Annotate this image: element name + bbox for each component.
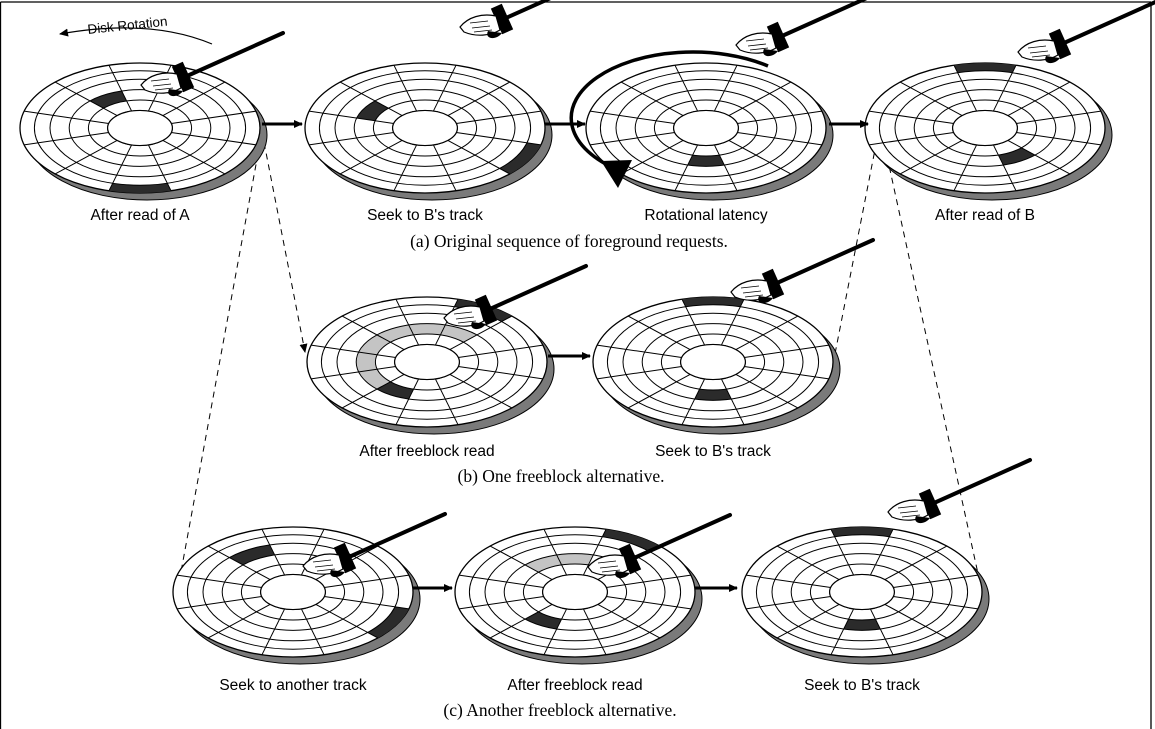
data-sector [843, 618, 881, 631]
disk-spindle [672, 109, 739, 147]
caption-a: (a) Original sequence of foreground requ… [410, 231, 728, 251]
disk-label-a1: After read of A [90, 207, 190, 224]
data-sector [89, 90, 127, 109]
disk-b1 [306, 264, 588, 435]
data-sector [681, 297, 745, 307]
row-b-labels: After freeblock read Seek to B's track (… [359, 443, 771, 486]
disk-c1 [172, 512, 447, 665]
disks [19, 0, 1155, 665]
caption-c: (c) Another freeblock alternative. [443, 700, 676, 720]
read-write-head-arm [140, 31, 285, 97]
row-a-labels: After read of A Seek to B's track Rotati… [90, 207, 1035, 251]
read-write-head-arm [887, 458, 1032, 524]
disk-label-c1: Seek to another track [219, 677, 367, 694]
dashed-b2-to-a4 [832, 123, 883, 365]
data-sector [524, 611, 562, 630]
disk-label-b1: After freeblock read [359, 443, 494, 460]
disk-c3 [741, 458, 1032, 665]
dashed-a1-to-b1 [261, 131, 308, 353]
disk-a3 [569, 0, 868, 201]
data-sector [499, 142, 541, 174]
read-write-head-arm [443, 264, 588, 330]
read-write-head-arm [459, 0, 552, 39]
dashed-a4-to-c3 [879, 123, 983, 593]
disk-spindle [951, 109, 1018, 147]
data-sector [108, 183, 172, 193]
dashed-transition-lines [175, 123, 983, 593]
read-write-head-arm [587, 513, 732, 579]
disk-spindle [541, 573, 608, 611]
disk-label-a3: Rotational latency [644, 207, 767, 224]
data-sector [356, 100, 389, 121]
disk-b2 [592, 238, 875, 435]
disk-rotation-indicator: Disk Rotation [59, 14, 213, 45]
disk-a4 [864, 0, 1155, 201]
disk-spindle [106, 109, 174, 147]
read-write-head-arm [302, 512, 447, 578]
row-c-labels: Seek to another track After freeblock re… [219, 677, 920, 720]
data-sector [953, 63, 1017, 73]
disk-a2 [304, 0, 553, 201]
data-sector [694, 388, 732, 401]
data-sector [602, 529, 660, 552]
data-sector [367, 606, 409, 638]
read-write-head-arm [730, 238, 875, 304]
disk-spindle [394, 343, 461, 381]
disk-label-c2: After freeblock read [507, 677, 642, 694]
disk-label-b2: Seek to B's track [655, 443, 771, 460]
data-sector [376, 381, 414, 400]
caption-b: (b) One freeblock alternative. [458, 466, 665, 486]
disk-label-a2: Seek to B's track [367, 207, 483, 224]
disk-a1 [19, 31, 285, 201]
data-sector [830, 527, 894, 537]
disk-label-c3: Seek to B's track [804, 677, 920, 694]
disk-spindle [679, 343, 746, 381]
sequence-arrows [262, 120, 869, 592]
read-write-head-arm [735, 0, 868, 57]
disk-spindle [828, 573, 895, 611]
data-sector [687, 154, 725, 167]
disk-rotation-label: Disk Rotation [87, 14, 168, 37]
data-sector [998, 147, 1036, 166]
disk-spindle [260, 573, 327, 611]
rotational-latency-arrow [569, 50, 769, 188]
disk-label-a4: After read of B [935, 207, 1035, 224]
data-sector [229, 544, 275, 565]
disk-spindle [392, 109, 459, 147]
disk-c2 [454, 513, 732, 665]
read-write-head-arm [1017, 0, 1155, 64]
dashed-a1-to-c1 [175, 131, 263, 589]
